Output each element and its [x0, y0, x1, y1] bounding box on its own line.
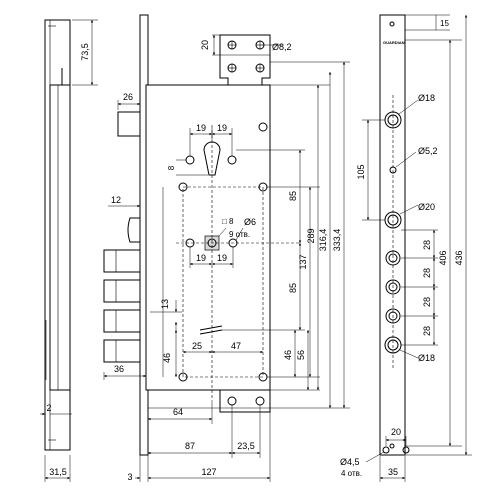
dim-31-5: 31,5 — [49, 467, 67, 477]
dim-15: 15 — [440, 19, 449, 28]
strike-plate-view: GUARDIAN 15 Ø18 — [340, 14, 472, 482]
dim-20-strike: 20 — [391, 427, 401, 437]
dim-23-5: 23,5 — [237, 441, 255, 451]
dim-square-8: □ — [222, 217, 227, 226]
dim-d18-bottom: Ø18 — [418, 353, 435, 363]
dim-19-spindle-a: 19 — [196, 253, 206, 263]
dim-d20: Ø20 — [418, 202, 435, 212]
brand-label: GUARDIAN — [383, 40, 405, 45]
dim-28-d: 28 — [422, 326, 432, 336]
dim-46-right: 46 — [283, 350, 293, 360]
dim-4-holes: 4 отв. — [341, 469, 362, 478]
dim-13: 13 — [160, 299, 170, 309]
dim-289: 289 — [306, 228, 316, 243]
deadbolts — [103, 249, 141, 363]
dim-73-5: 73,5 — [80, 43, 90, 61]
front-view: 26 12 36 20 Ø8,2 19 19 8 □ 8 Ø6 9 отв. — [103, 14, 350, 482]
cylinder-cutout — [203, 141, 221, 176]
dim-28-a: 28 — [422, 240, 432, 250]
mount-hole — [258, 122, 268, 132]
top-bracket — [219, 34, 271, 86]
dim-8-cyl: 8 — [167, 165, 176, 170]
mounting-outline — [182, 186, 264, 378]
dim-127: 127 — [201, 467, 216, 477]
dim-47: 47 — [231, 341, 241, 351]
dim-d18-top: Ø18 — [418, 93, 435, 103]
latch-bolt — [117, 111, 141, 137]
dim-46-left: 46 — [162, 353, 172, 363]
dim-28-c: 28 — [422, 297, 432, 307]
dim-19-cyl-b: 19 — [217, 123, 227, 133]
dim-3: 3 — [127, 472, 132, 482]
dim-20-bracket: 20 — [200, 40, 210, 50]
dim-36: 36 — [114, 364, 124, 374]
dim-35: 35 — [388, 467, 398, 477]
dim-85-lower: 85 — [288, 283, 298, 293]
dim-406: 406 — [438, 250, 448, 265]
dim-137: 137 — [298, 254, 308, 269]
dim-64: 64 — [173, 407, 183, 417]
dim-28-b: 28 — [422, 268, 432, 278]
dim-26: 26 — [123, 92, 133, 102]
dim-d6: Ø6 — [244, 217, 256, 227]
dim-25: 25 — [192, 341, 202, 351]
dim-d5-2: Ø5,2 — [418, 146, 438, 156]
dim-d8-2: Ø8,2 — [272, 42, 292, 52]
dim-19-cyl-a: 19 — [196, 123, 206, 133]
dim-85-upper: 85 — [288, 191, 298, 201]
dim-9-holes: 9 отв. — [229, 230, 250, 239]
dim-19-spindle-b: 19 — [217, 253, 227, 263]
side-lock-body — [49, 84, 71, 391]
dim-56: 56 — [296, 350, 306, 360]
dim-333-4: 333,4 — [332, 229, 342, 252]
dim-sq-8: 8 — [229, 217, 234, 226]
side-view: 73,5 2 31,5 — [40, 19, 98, 482]
dim-316-4: 316,4 — [318, 229, 328, 252]
dim-d4-5: Ø4,5 — [340, 457, 360, 467]
dim-12: 12 — [111, 195, 121, 205]
dim-436: 436 — [454, 250, 464, 265]
dim-105: 105 — [356, 164, 366, 179]
follower — [127, 217, 140, 243]
dim-87: 87 — [185, 441, 195, 451]
strike-plate — [379, 14, 406, 456]
dim-2: 2 — [46, 403, 51, 413]
